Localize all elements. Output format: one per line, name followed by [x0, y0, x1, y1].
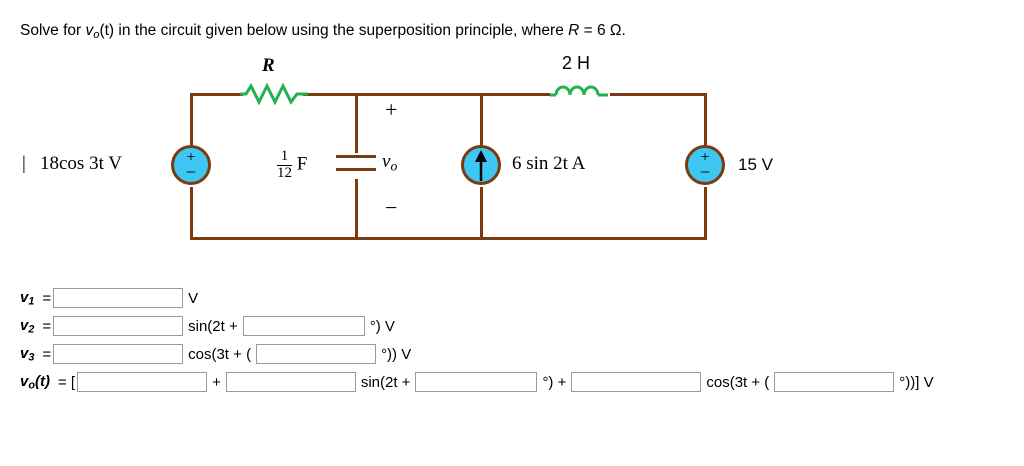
capacitor-fraction: 1 12	[277, 148, 292, 182]
input-vo-sin-amplitude[interactable]	[225, 372, 356, 392]
source-left-plus: +	[186, 149, 196, 166]
capacitor-plate-bottom	[336, 168, 376, 171]
answer-label-v2-subscript: 2	[28, 323, 35, 336]
output-plus-sign: +	[385, 97, 398, 122]
voltage-source-right-label: 15 V	[738, 155, 773, 174]
answer-row-v2: v2 = sin(2t + °) V	[20, 313, 939, 339]
voltage-source-right: + −	[685, 145, 725, 185]
input-vo-dc-term[interactable]	[77, 372, 208, 392]
circuit-diagram: R 2 H + − | 18cos 3t V 1 12 F + vo − 6 si…	[0, 53, 1024, 255]
prompt-r-label: R	[568, 22, 580, 39]
input-vo-cos-amplitude[interactable]	[571, 372, 702, 392]
voltage-source-left-label: | 18cos 3t V	[22, 153, 122, 175]
answer-row-v3: v3 = cos(3t + ( °)) V	[20, 341, 939, 367]
unit-v1: V	[188, 289, 199, 307]
expr-v3-cos: cos(3t + (	[188, 345, 252, 363]
current-source-label: 6 sin 2t A	[512, 153, 585, 175]
answer-row-v1: v1 = V	[20, 285, 939, 311]
output-minus-sign: −	[385, 195, 398, 220]
unit-v2: °) V	[369, 317, 395, 335]
answer-label-v3-subscript: 3	[28, 351, 35, 364]
output-voltage-symbol: v	[382, 151, 391, 172]
input-vo-sin-phase[interactable]	[415, 372, 538, 392]
prompt-variable: v	[85, 22, 94, 39]
current-source-text: 6 sin 2t A	[512, 153, 586, 174]
resistor-label: R	[262, 55, 275, 76]
input-v1-magnitude[interactable]	[53, 288, 184, 308]
input-v2-amplitude[interactable]	[53, 316, 184, 336]
answer-label-v1-subscript: 1	[28, 295, 35, 308]
prompt-part2: (t) in the circuit given below using the…	[99, 22, 569, 39]
answer-label-vo-symbol: v	[20, 372, 29, 390]
input-v3-amplitude[interactable]	[53, 344, 184, 364]
resistor-symbol	[240, 82, 308, 106]
source-left-lead-tick: |	[22, 153, 26, 174]
input-v2-phase[interactable]	[242, 316, 365, 336]
source-right-plus: +	[700, 149, 710, 166]
equals-v3: =	[42, 345, 52, 363]
wire-bottom	[190, 237, 707, 240]
equals-v1: =	[42, 289, 52, 307]
output-voltage-label: vo	[382, 151, 397, 174]
source-right-minus: −	[699, 162, 711, 182]
answer-label-vo-subscript: o	[28, 379, 35, 392]
answer-label-vo: vo(t)	[20, 373, 50, 392]
capacitor-unit: F	[296, 153, 308, 175]
capacitor-denominator: 12	[277, 164, 292, 181]
output-voltage-subscript: o	[390, 158, 398, 174]
input-v3-phase[interactable]	[256, 344, 377, 364]
prompt-variable-subscript: o	[93, 28, 100, 41]
page-title: Solve for vo(t) in the circuit given bel…	[20, 22, 626, 41]
expr-v2-sin: sin(2t +	[188, 317, 238, 335]
prompt-part1: Solve for	[20, 22, 86, 39]
unit-v3: °)) V	[381, 345, 412, 363]
answer-label-v2-symbol: v	[20, 316, 29, 334]
answer-label-vo-tail: (t)	[34, 372, 50, 390]
capacitor-label: 1 12 F	[277, 148, 308, 182]
plus-vo-1: +	[212, 373, 221, 391]
current-source-arrow-icon	[475, 150, 487, 181]
expr-vo-cos: cos(3t + (	[706, 373, 770, 391]
equals-vo: = [	[57, 373, 76, 391]
unit-vo: °))] V	[899, 373, 934, 391]
answer-label-v3: v3	[20, 345, 34, 364]
answer-label-v1: v1	[20, 289, 34, 308]
equals-v2: =	[42, 317, 52, 335]
inductor-symbol	[550, 85, 608, 97]
answer-row-vo: vo(t) = [ + sin(2t + °) + cos(3t + ( °))…	[20, 369, 939, 395]
answer-form: v1 = V v2 = sin(2t + °) V v3 = cos(3t + …	[20, 285, 939, 397]
input-vo-cos-phase[interactable]	[774, 372, 895, 392]
source-left-minus: −	[185, 162, 197, 182]
answer-label-v2: v2	[20, 317, 34, 336]
answer-label-v1-symbol: v	[20, 288, 29, 306]
expr-vo-plus2: °) +	[542, 373, 567, 391]
voltage-source-left-text: 18cos 3t V	[40, 153, 122, 174]
capacitor-plate-top	[336, 155, 376, 158]
wire-top	[190, 93, 707, 96]
voltage-source-left: + −	[171, 145, 211, 185]
expr-vo-sin: sin(2t +	[360, 373, 411, 391]
capacitor-numerator: 1	[280, 148, 289, 164]
inductor-label: 2 H	[562, 53, 591, 73]
answer-label-v3-symbol: v	[20, 344, 29, 362]
prompt-part3: = 6 Ω.	[579, 22, 626, 39]
